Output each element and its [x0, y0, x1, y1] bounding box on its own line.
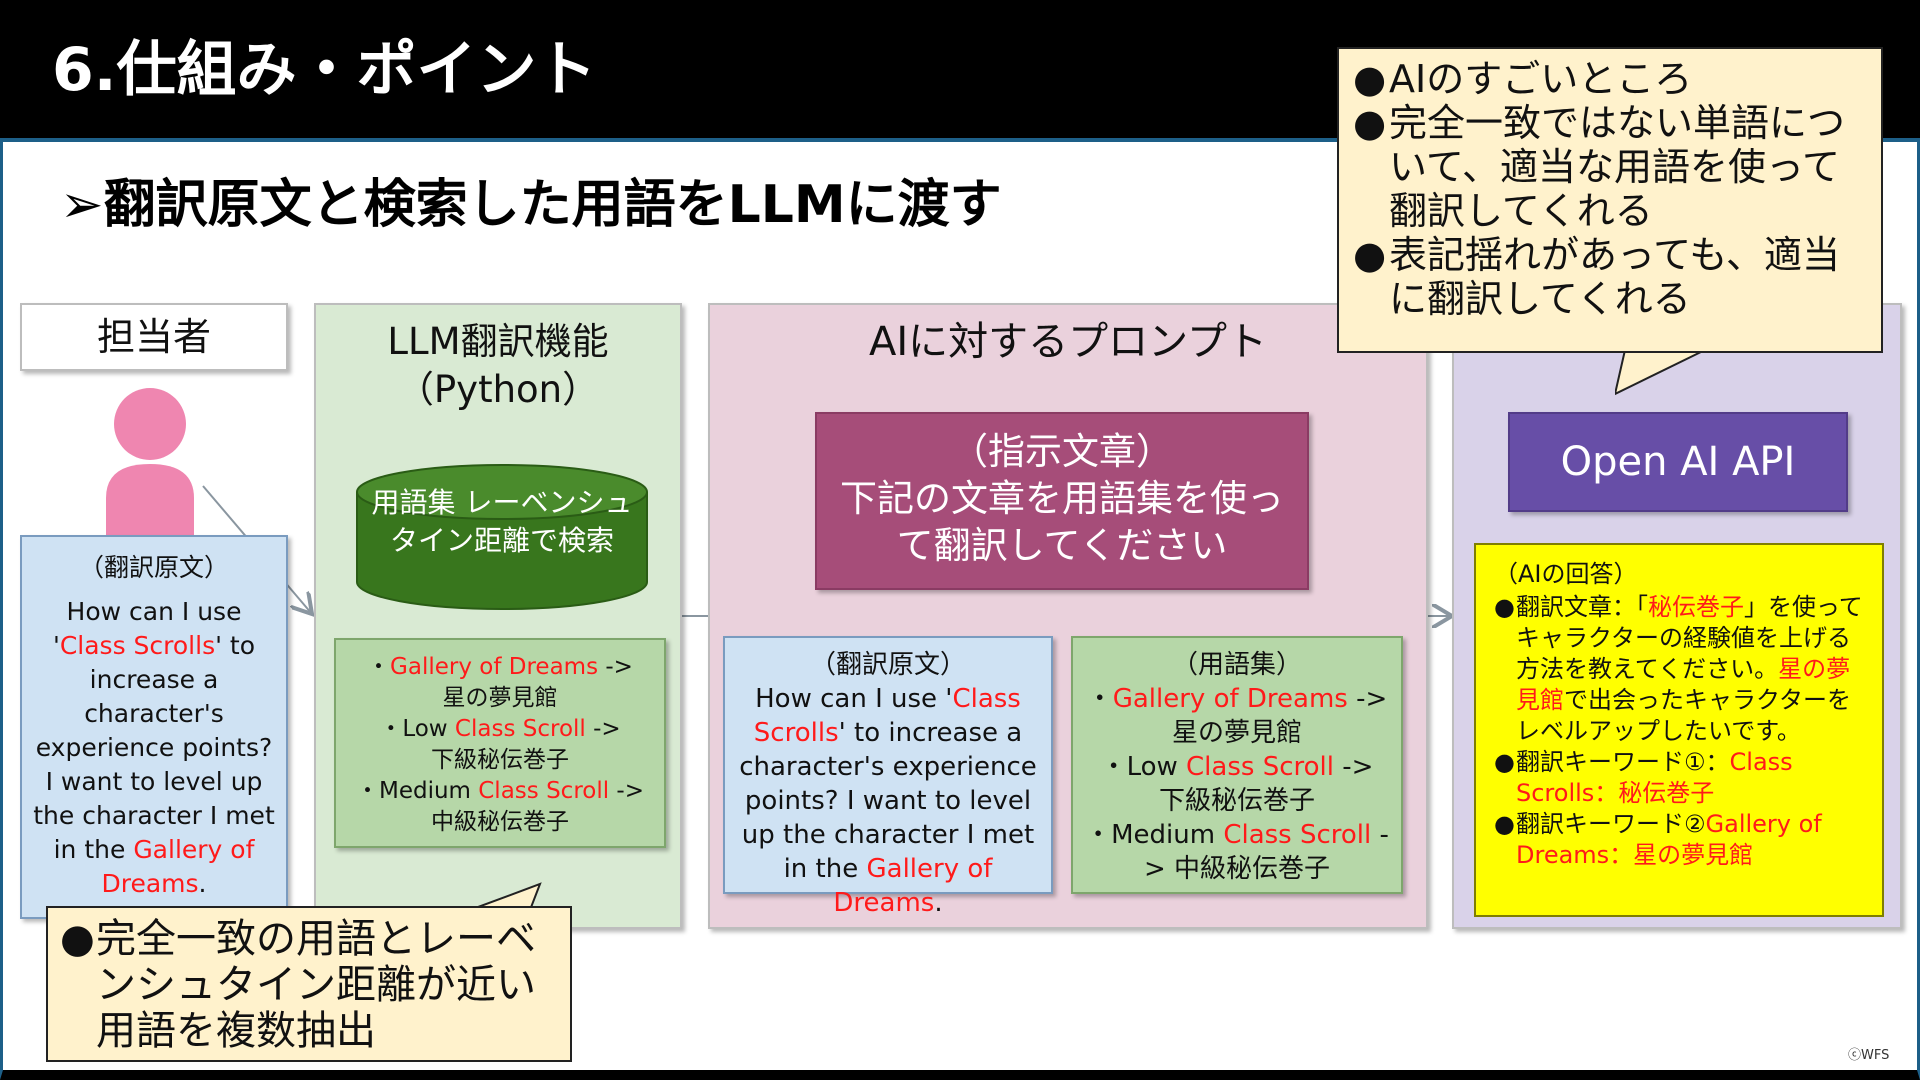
instruction-body: 下記の文章を用語集を使って翻訳してください	[840, 477, 1284, 567]
ai-answer-box: （AIの回答） ●翻訳文章：「秘伝巻子」を使ってキャラクターの経験値を上げる方法…	[1474, 543, 1884, 917]
person-label-box: 担当者	[20, 303, 288, 371]
answer-item: ●翻訳キーワード①：Class Scrolls：秘伝巻子	[1494, 748, 1793, 807]
term-item: ・Gallery of Dreams ->星の夢見館	[367, 654, 633, 711]
callout-bottom-tail	[470, 882, 542, 910]
source-text-title: （翻訳原文）	[78, 553, 229, 582]
term-item: ・Gallery of Dreams ->星の夢見館	[1086, 684, 1388, 748]
section-heading: ➢翻訳原文と検索した用語をLLMに渡す	[60, 175, 1002, 235]
callout-item: ●AIのすごいところ	[1353, 57, 1693, 101]
source-text-body: How can I use 'Class Scrolls' to increas…	[33, 597, 275, 898]
answer-item: ●翻訳キーワード②Gallery of Dreams：星の夢見館	[1494, 810, 1822, 869]
answer-item: ●翻訳文章：「秘伝巻子」を使ってキャラクターの経験値を上げる方法を教えてください…	[1494, 593, 1863, 745]
page-title: 6.仕組み・ポイント	[52, 35, 597, 105]
llm-panel-title: LLM翻訳機能 （Python）	[387, 320, 609, 411]
glossary-database-icon	[356, 464, 648, 610]
person-icon	[106, 388, 194, 546]
source-text-box: （翻訳原文） How can I use 'Class Scrolls' to …	[20, 535, 288, 919]
slide-frame	[0, 142, 1920, 1080]
prompt-source-box: （翻訳原文） How can I use 'Class Scrolls' to …	[723, 636, 1053, 918]
copyright: ⓒWFS	[1848, 1048, 1890, 1063]
llm-term-list: ・Gallery of Dreams ->星の夢見館 ・Low Class Sc…	[334, 638, 666, 848]
instruction-box: （指示文章） 下記の文章を用語集を使って翻訳してください	[815, 412, 1309, 590]
callout-bottom: ●完全一致の用語とレーベンシュタイン距離が近い用語を複数抽出	[46, 906, 572, 1062]
prompt-glossary-title: （用語集）	[1171, 650, 1302, 680]
term-item: ・Low Class Scroll ->下級秘伝巻子	[379, 716, 621, 773]
callout-item: ●表記揺れがあっても、適当に翻訳してくれる	[1353, 233, 1841, 321]
prompt-source-body: How can I use 'Class Scrolls' to increas…	[739, 684, 1037, 918]
glossary-database-label: 用語集 レーベンシュタイン距離で検索	[371, 486, 633, 557]
prompt-source-title: （翻訳原文）	[809, 650, 966, 680]
term-item: ・Medium Class Scroll ->中級秘伝巻子	[355, 778, 645, 835]
openai-api-box: Open AI API	[1508, 412, 1848, 512]
callout-item: ●完全一致の用語とレーベンシュタイン距離が近い用語を複数抽出	[60, 916, 536, 1054]
prompt-panel-title: AIに対するプロンプト	[869, 319, 1267, 365]
callout-top: ●AIのすごいところ ●完全一致ではない単語について、適当な用語を使って翻訳して…	[1337, 47, 1883, 353]
header-divider	[0, 138, 1920, 142]
instruction-title: （指示文章）	[951, 430, 1173, 473]
term-item: ・Low Class Scroll ->下級秘伝巻子	[1100, 752, 1374, 816]
callout-item: ●完全一致ではない単語について、適当な用語を使って翻訳してくれる	[1353, 101, 1846, 233]
openai-api-label: Open AI API	[1560, 439, 1796, 485]
prompt-glossary-box: （用語集） ・Gallery of Dreams ->星の夢見館 ・Low Cl…	[1071, 636, 1403, 894]
ai-answer-title: （AIの回答）	[1494, 560, 1638, 588]
person-label: 担当者	[96, 315, 211, 359]
callout-top-tail	[1615, 350, 1706, 396]
term-item: ・Medium Class Scroll -> 中級秘伝巻子	[1085, 820, 1389, 884]
